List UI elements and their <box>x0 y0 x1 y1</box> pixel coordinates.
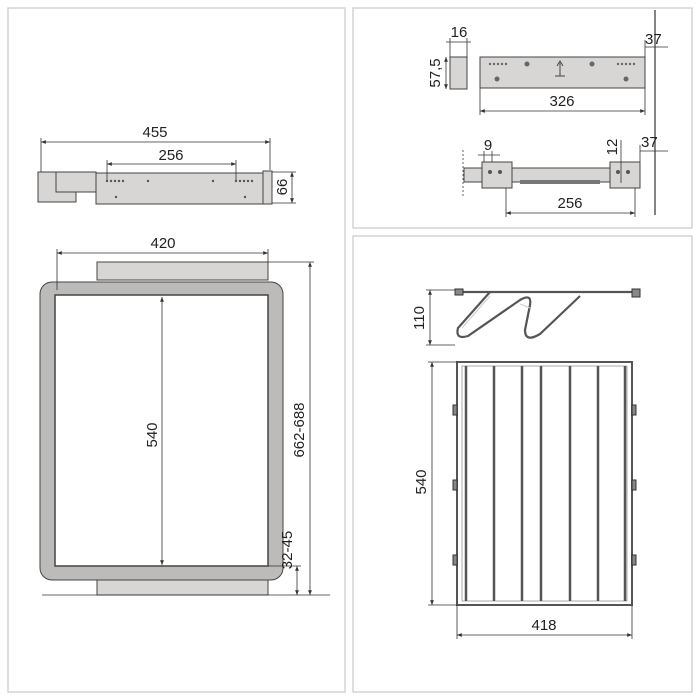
slide-side-view <box>37 170 273 205</box>
dim-frame-depth: 540 <box>144 422 161 447</box>
dim-front-offset-top: 37 <box>645 31 662 48</box>
dim-slide-hole-spacing: 256 <box>158 147 183 164</box>
dim-slide-height: 66 <box>274 179 291 196</box>
dim-bottom-offset: 32-45 <box>279 531 296 569</box>
dim-rack-height: 110 <box>411 306 428 330</box>
dim-frame-width: 420 <box>150 235 175 252</box>
dim-hole-spacing: 256 <box>557 195 582 212</box>
dim-cabinet-depth: 662-688 <box>291 402 308 457</box>
dim-bracket-length: 326 <box>549 93 574 110</box>
panel-bracket <box>352 7 693 229</box>
dim-vertical-offset: 12 <box>604 139 621 156</box>
dim-front-offset-bottom: 37 <box>641 134 658 151</box>
dim-screw-offset: 9 <box>484 137 492 154</box>
dim-bracket-height: 57,5 <box>427 58 444 87</box>
dim-rack-depth: 540 <box>413 469 430 494</box>
rack-side-view <box>454 288 641 339</box>
bracket-drawing <box>449 10 656 215</box>
dim-slide-length: 455 <box>142 124 167 141</box>
dim-bracket-thickness: 16 <box>451 24 468 41</box>
dim-rack-width: 418 <box>531 617 556 634</box>
rack-top-view <box>452 361 637 606</box>
